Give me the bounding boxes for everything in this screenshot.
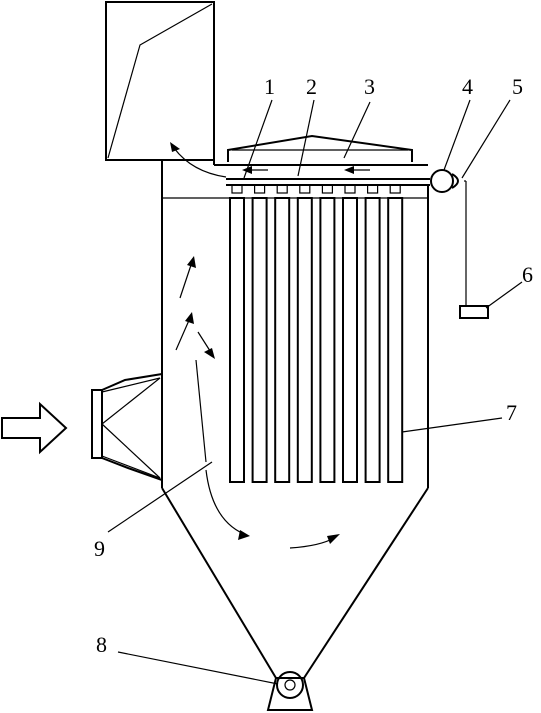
label-6: 6 [522,262,533,287]
label-3: 3 [364,74,375,99]
controller-box [459,305,489,319]
nozzle [254,184,266,194]
filter-bag [342,197,358,483]
label-5: 5 [512,74,523,99]
nozzle [321,184,333,194]
label-1: 1 [264,74,275,99]
filter-bag [364,197,381,483]
filter-bag [296,197,313,483]
filter-bag [274,197,291,483]
filter-bag [251,197,268,483]
filter-bag [319,197,336,483]
nozzle [276,184,288,194]
rotary-valve [266,671,314,711]
nozzle [367,184,379,194]
label-9: 9 [94,536,105,561]
nozzle [344,184,356,194]
label-4: 4 [462,74,473,99]
label-7: 7 [506,400,517,425]
nozzle [299,184,311,194]
nozzle [231,184,243,194]
filter-bag [229,197,245,483]
airflow-arrows [170,142,370,549]
blow-pipe [226,178,430,186]
inlet-duct [91,373,163,481]
leader-lines [107,99,523,685]
label-2: 2 [306,74,317,99]
top-cover [214,134,428,166]
filter-bags [229,184,404,483]
inlet-arrow [1,401,68,455]
label-8: 8 [96,632,107,657]
housing [161,159,429,679]
outlet-box [105,1,215,161]
filter-bag [387,197,404,483]
nozzle [389,184,401,194]
pulse-valve [430,169,466,193]
